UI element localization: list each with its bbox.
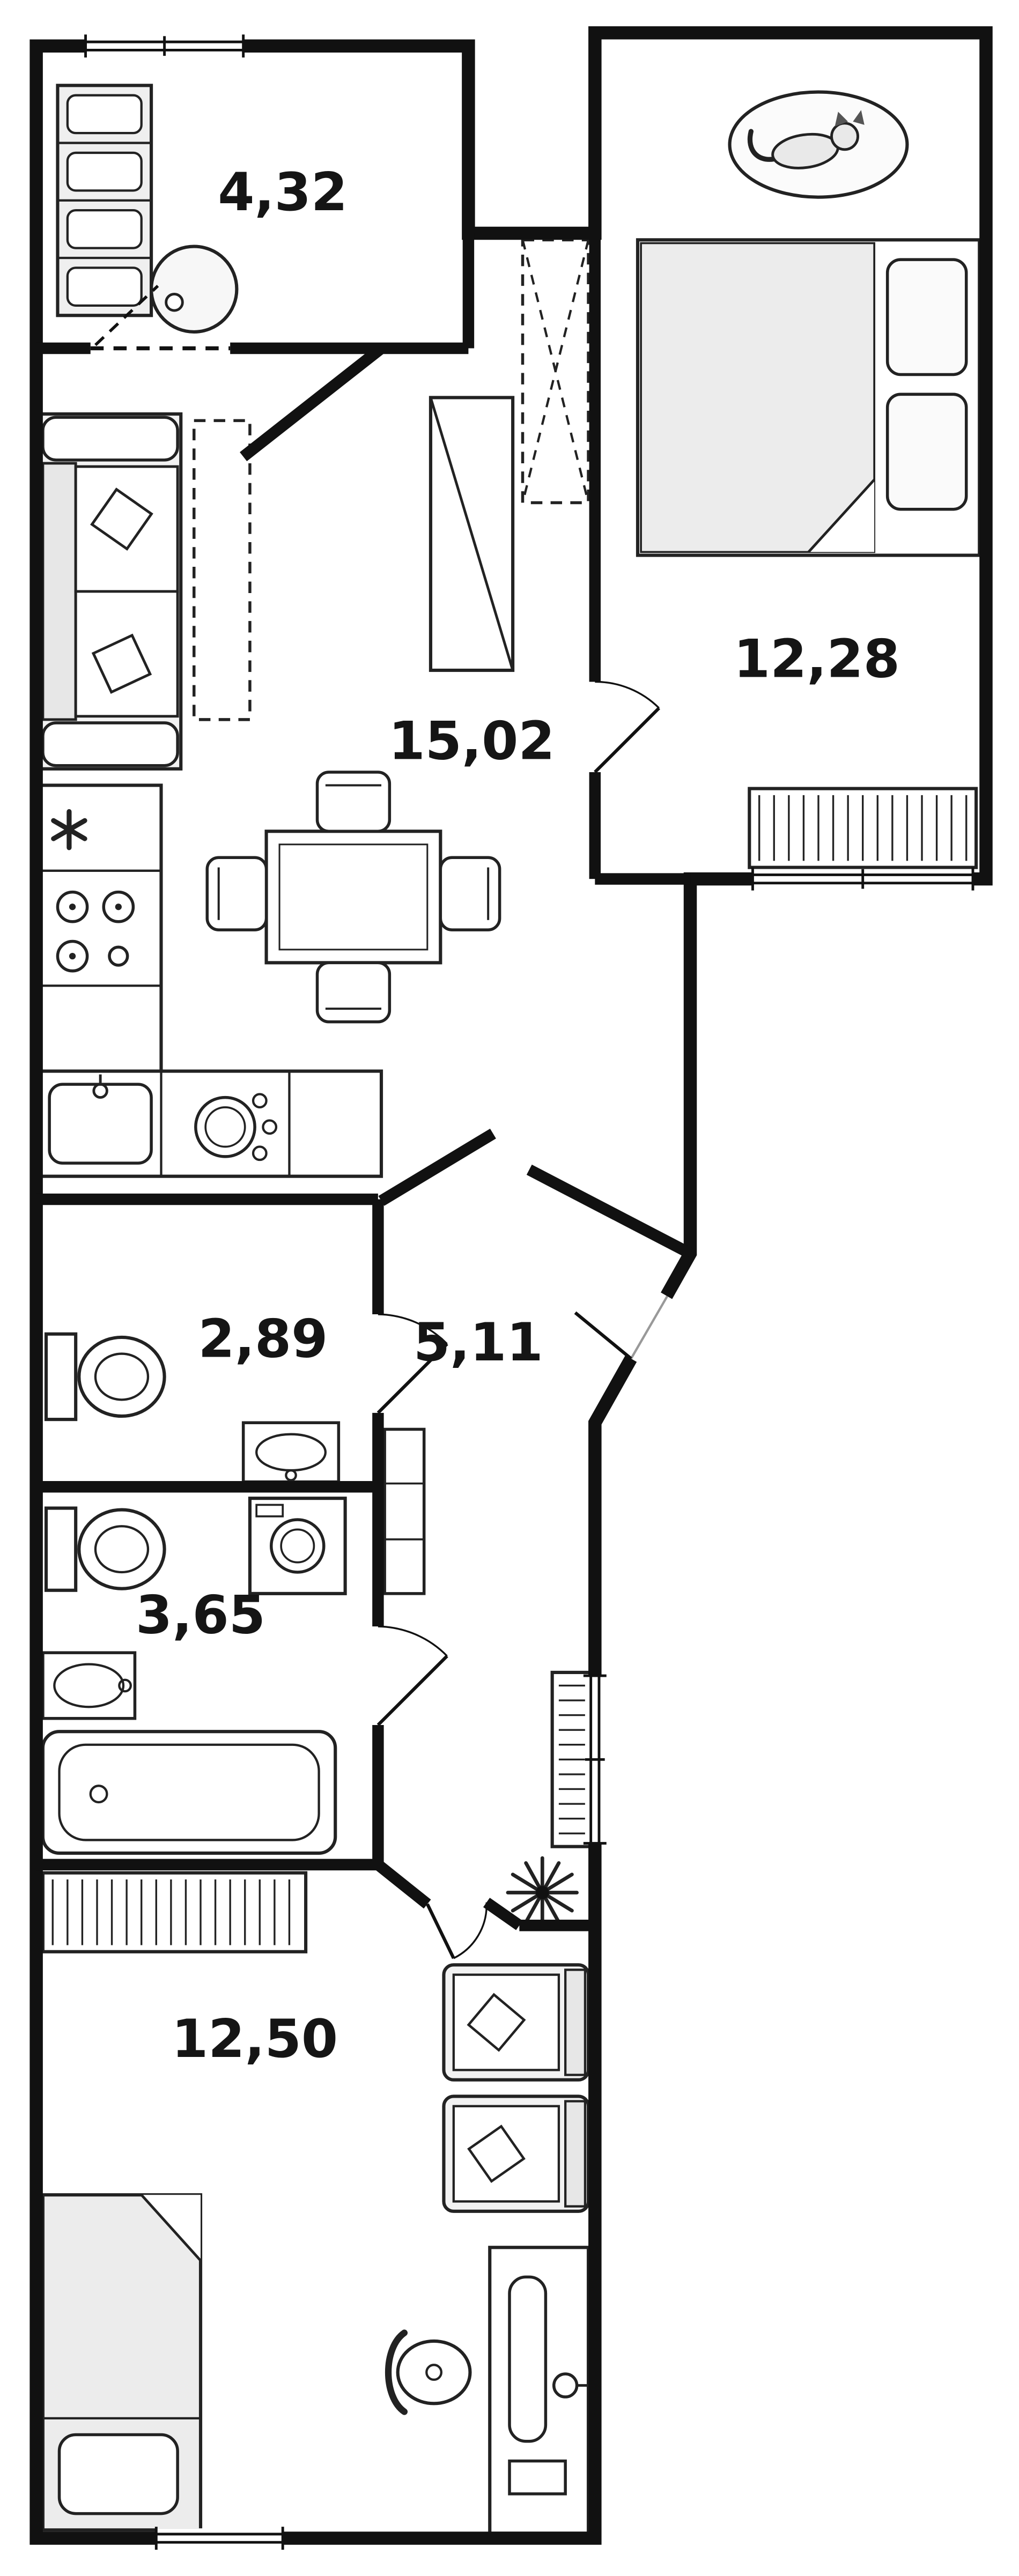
wardrobe-dashed <box>521 238 590 505</box>
wash-basin-bathroom <box>41 1651 137 1720</box>
wash-basin-wc <box>241 1421 341 1484</box>
room-area-label-room2: 12,50 <box>172 2009 338 2070</box>
window <box>751 867 974 891</box>
wardrobe-plan-dashed <box>192 419 252 721</box>
dining-table <box>264 830 442 965</box>
doors <box>90 285 675 1959</box>
radiator-room <box>41 1871 308 1953</box>
room-labels: 4,32 12,28 15,02 2,89 5,11 3,65 12,50 <box>136 162 900 2070</box>
armchair <box>442 2094 590 2213</box>
pillow <box>885 258 968 376</box>
double-bed <box>636 238 981 557</box>
interior-walls <box>36 233 693 1931</box>
pillow <box>91 633 152 694</box>
bedroom-door <box>594 680 660 774</box>
kitchen-bowl <box>194 1093 278 1161</box>
pillow <box>467 2125 526 2183</box>
room-door <box>426 1902 488 1959</box>
room-area-label-bathroom: 3,65 <box>136 1585 265 1646</box>
single-bed <box>41 2193 203 2532</box>
room-area-label-wc: 2,89 <box>198 1309 328 1370</box>
bathroom-door <box>376 1625 448 1727</box>
window <box>84 34 245 58</box>
pillow <box>90 487 153 551</box>
radiator-bedroom <box>748 787 978 869</box>
stove <box>56 890 135 973</box>
round-table <box>150 245 239 334</box>
windows <box>84 34 974 2550</box>
room-area-label-bedroom: 12,28 <box>734 628 900 690</box>
entry-door <box>574 1291 675 1364</box>
toilet-wc <box>44 1332 166 1422</box>
room-area-label-living: 15,02 <box>388 710 555 772</box>
dining-chairs <box>205 771 501 1024</box>
rug-with-cat <box>728 90 909 199</box>
cabinet <box>56 84 153 317</box>
pillow <box>885 393 968 511</box>
kitchen-sink <box>48 1074 153 1165</box>
desk <box>488 2246 590 2535</box>
bathtub <box>41 1730 337 1855</box>
room-area-label-loggia: 4,32 <box>218 162 348 223</box>
wardrobe <box>429 396 515 672</box>
furniture-layer <box>38 84 981 2535</box>
cat-figure <box>747 110 865 169</box>
washing-machine <box>248 1497 347 1595</box>
balcony-door <box>90 285 231 351</box>
armchair <box>442 1963 590 2082</box>
pillow <box>467 1993 526 2052</box>
wc-door <box>376 1313 448 1415</box>
window <box>154 2527 284 2550</box>
gas-stove-symbol <box>51 809 87 850</box>
sofa <box>38 412 183 771</box>
hallway-cabinet <box>383 1427 426 1595</box>
plant-icon <box>506 1856 579 1929</box>
toilet-bathroom <box>44 1506 166 1592</box>
window <box>583 1674 607 1845</box>
walls <box>29 26 993 2545</box>
office-chair <box>385 2329 472 2415</box>
pillow <box>57 2433 179 2515</box>
room-area-label-hallway: 5,11 <box>413 1312 543 1373</box>
